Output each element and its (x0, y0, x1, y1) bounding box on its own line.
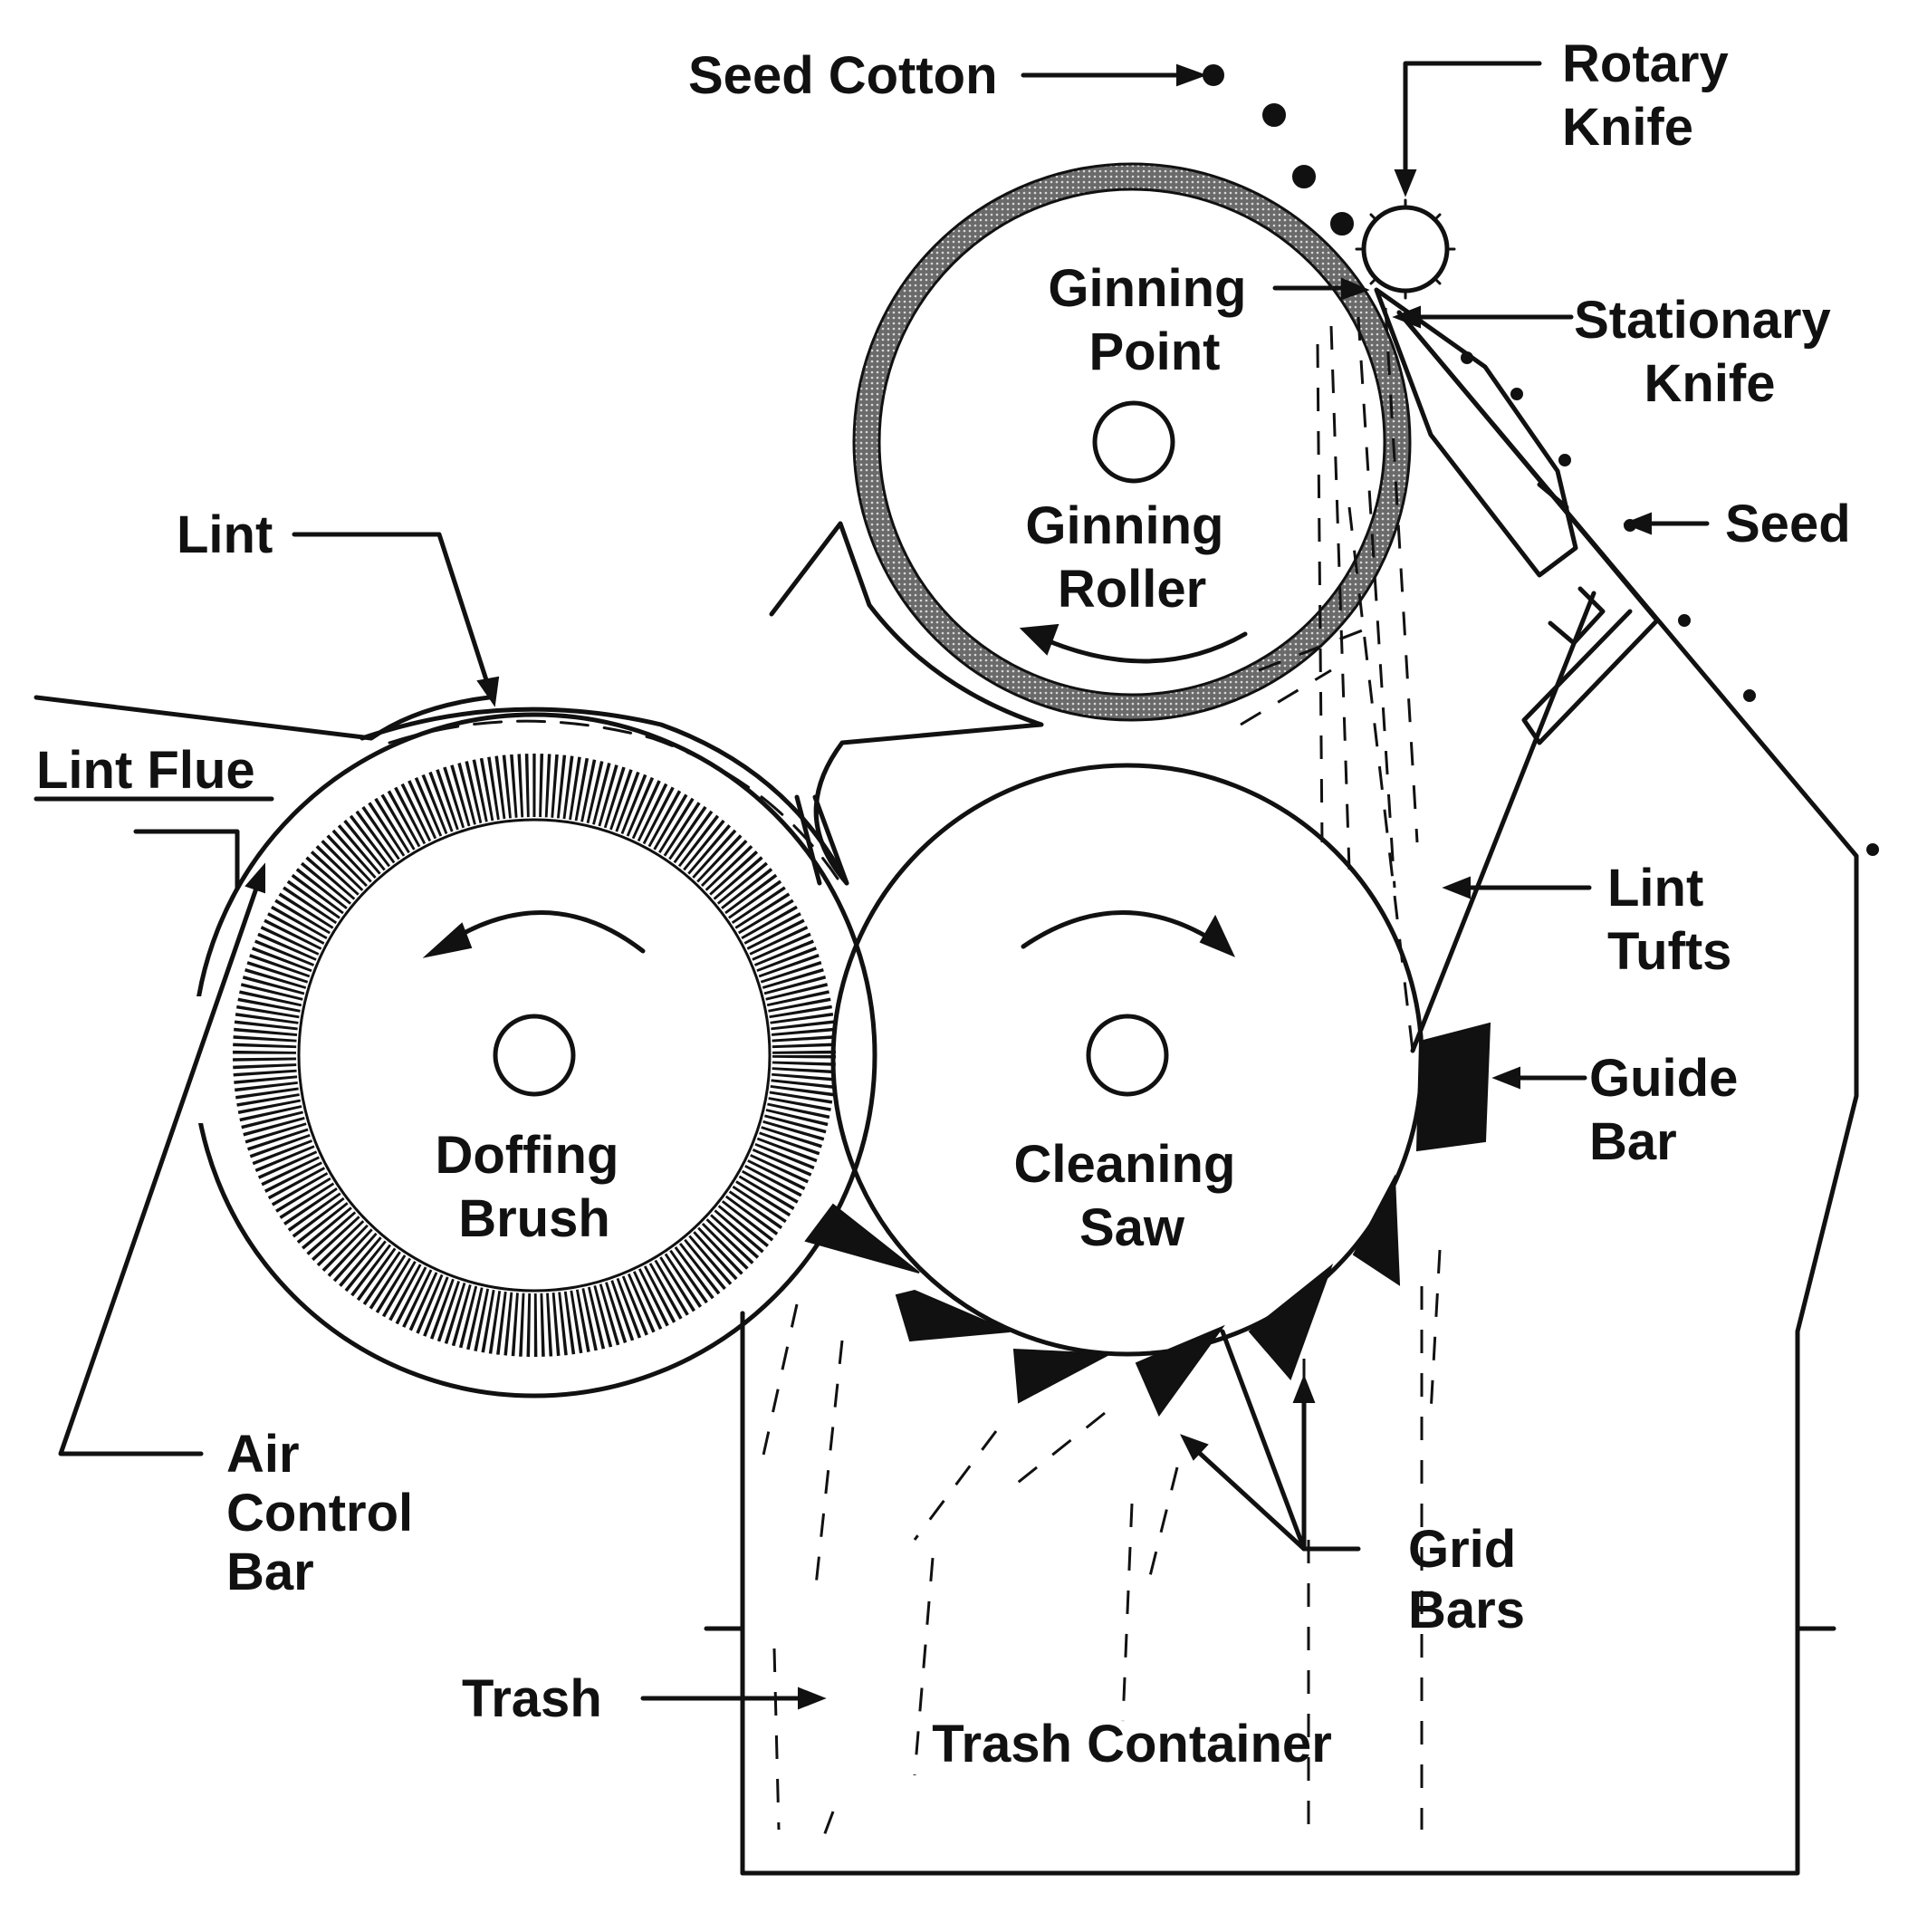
label-seed-cotton: Seed Cotton (688, 46, 998, 105)
rotary-knife-blades (1355, 198, 1456, 300)
lint-tufts-guide-line (1410, 591, 1596, 1053)
label-stationary-knife: Stationary Knife (1574, 291, 1846, 413)
ginning-roller-inner-edge (877, 187, 1386, 697)
trash-trails (759, 1249, 1442, 1849)
seed-chute (1396, 310, 1660, 745)
label-grid-bars: Grid Bars (1408, 1520, 1530, 1639)
label-guide-bar: Guide Bar (1589, 1049, 1752, 1171)
seed-cotton-balls (1203, 64, 1354, 235)
labels: Seed Cotton Rotary Knife Ginning Point S… (36, 34, 1851, 1773)
label-doffing-brush: Doffing Brush (435, 1126, 633, 1248)
air-control-bar-housing (133, 829, 240, 890)
ginning-roller (852, 162, 1412, 722)
stationary-knife (1374, 287, 1578, 578)
cleaning-saw-rotation-arrow (1021, 910, 1225, 949)
doffing-brush-inner-boundary (297, 818, 772, 1293)
label-trash: Trash (462, 1669, 602, 1728)
grid-bar-5 (1248, 1263, 1334, 1380)
label-ginning-roller: Ginning Roller (1025, 496, 1238, 619)
leader-lines (58, 61, 1710, 1710)
lint-passage-hood (360, 706, 849, 886)
doffing-brush-shaft (493, 1014, 576, 1097)
grid-bar-4 (1135, 1324, 1225, 1418)
grid-bars (804, 1174, 1401, 1418)
cleaning-saw-arrowhead (1199, 914, 1235, 957)
label-trash-container: Trash Container (932, 1715, 1332, 1773)
rotary-knife (1355, 198, 1456, 300)
cleaning-saw-body (830, 763, 1424, 1357)
ginning-roller-covering (854, 164, 1410, 720)
label-lint: Lint (177, 505, 273, 564)
label-ginning-point: Ginning Point (1048, 259, 1261, 381)
ginning-roller-rotation-arrow (1030, 631, 1248, 664)
label-rotary-knife: Rotary Knife (1562, 34, 1743, 157)
guide-bar (1415, 1022, 1491, 1152)
cleaning-saw-shaft (1086, 1014, 1169, 1097)
grid-bar-6 (1352, 1174, 1401, 1286)
doffing-brush-arrowhead (422, 922, 473, 958)
ginning-roller-outer-edge (852, 162, 1412, 722)
cleaning-saw (830, 763, 1424, 1357)
seeds (1461, 351, 1879, 856)
lint-passage-hood-inner (388, 719, 839, 880)
doffing-brush-bristles (233, 754, 836, 1357)
ginning-roller-shaft (1092, 400, 1175, 484)
label-lint-flue: Lint Flue (36, 741, 255, 800)
doffing-brush (191, 712, 877, 1399)
seed-chute-detail (1537, 482, 1606, 646)
label-seed: Seed (1725, 495, 1851, 553)
label-air-control-bar: Air Control Bar (226, 1425, 427, 1601)
grid-bar-3 (1012, 1348, 1113, 1404)
lint-tufts (1240, 307, 1419, 1052)
label-cleaning-saw: Cleaning Saw (1013, 1135, 1250, 1257)
grid-bar-2 (895, 1289, 1011, 1342)
label-lint-tufts: Lint Tufts (1607, 859, 1731, 981)
ginning-roller-arrowhead (1019, 623, 1059, 656)
grid-bar-1 (804, 1203, 920, 1274)
